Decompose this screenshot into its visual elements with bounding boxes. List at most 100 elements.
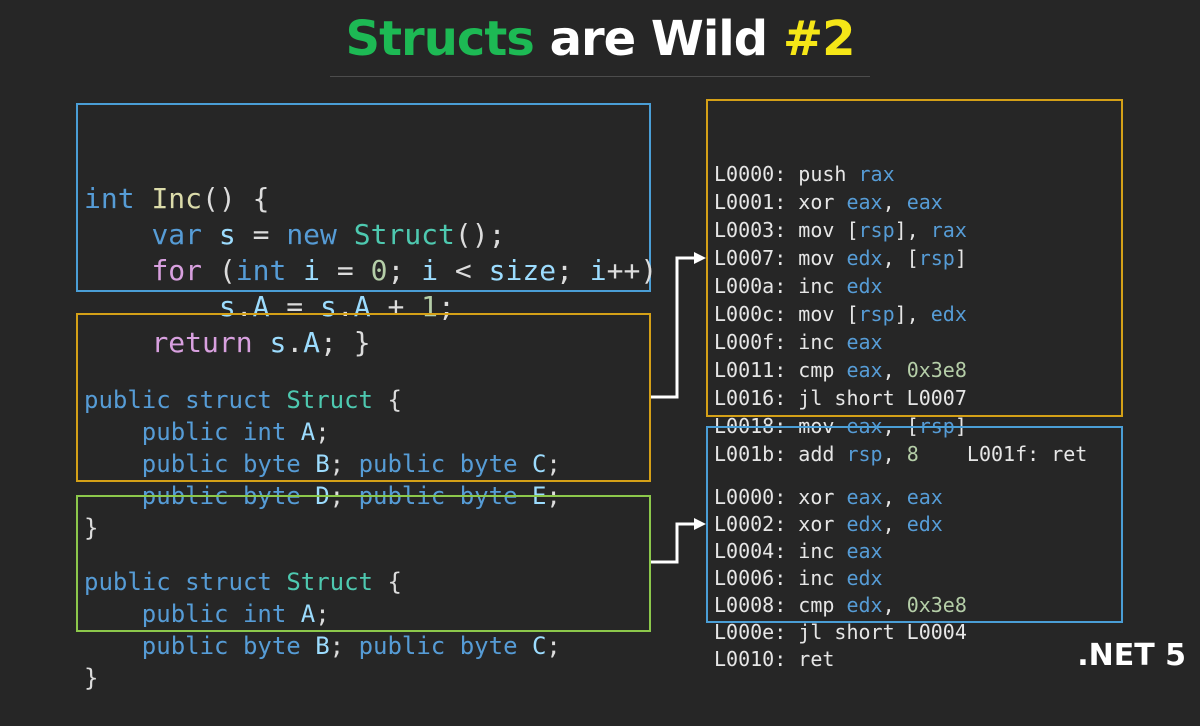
code-token: for [151,254,203,287]
code-token: public [141,632,229,660]
code-token: L000e: [714,620,799,644]
code-line: L0007: mov edx, [rsp] [714,244,1121,272]
code-token: xor [798,512,847,536]
code-token: public [141,450,229,478]
code-token: . [286,326,304,359]
code-token: byte [242,450,301,478]
code-token: add [798,442,847,466]
code-token: ; [387,254,422,287]
code-line: L0010: ret [714,646,1121,673]
title-word-structs: Structs [345,11,535,67]
code-line: public byte B; public byte C; [84,448,649,480]
code-token: , [882,358,907,382]
code-token: struct [185,568,272,596]
code-token: = [235,218,287,251]
arrow-struct-a-to-asm-a [651,256,697,399]
code-token: eax [846,190,883,214]
code-token: struct [185,386,272,414]
code-token: int [84,182,135,215]
code-token: A [300,600,316,628]
code-token: , [ [882,246,919,270]
code-token: L000a: [714,274,799,298]
code-token: ], [894,302,931,326]
code-line: L0011: cmp eax, 0x3e8 [714,356,1121,384]
code-token: eax [846,330,883,354]
code-token: = [320,254,371,287]
code-token: ; [329,632,359,660]
arrow-head-a [694,252,706,264]
code-token: , [882,485,907,509]
inc-method-code-box: int Inc() { var s = new Struct(); for (i… [76,103,657,359]
code-line: L0002: xor edx, edx [714,511,1121,538]
code-token: rax [858,162,895,186]
code-line: public struct Struct { [84,566,649,598]
code-token: edx [846,593,883,617]
code-token: var [151,218,203,251]
code-line: public byte B; public byte C; [84,630,649,662]
code-line: public struct Struct { [84,384,649,416]
code-token: int [235,254,287,287]
code-token: public [141,418,229,446]
code-token: inc [798,539,847,563]
code-token: , [882,190,907,214]
title-divider [330,76,870,77]
code-line: var s = new Struct(); [84,217,649,253]
code-token: Struct [286,386,374,414]
code-token: A [300,418,316,446]
code-token: L001b: [714,442,799,466]
code-token: i [589,254,607,287]
code-token: ; [329,450,359,478]
code-token: ret [1051,442,1088,466]
arrow-head-b [694,518,706,530]
title-number: #2 [782,11,856,67]
struct-three-fields-box: public struct Struct { public int A; pub… [76,495,651,692]
code-token: mov [ [798,218,859,242]
code-token: , [882,593,907,617]
code-token: int [242,418,287,446]
code-token: mov [ [798,302,859,326]
code-token: C [531,632,547,660]
code-token: xor [798,190,847,214]
code-token: eax [846,358,883,382]
code-token: L0000: [714,162,799,186]
code-line: public int A; [84,416,649,448]
code-token: edx [846,246,883,270]
code-token: byte [459,632,518,660]
code-token: ++) [606,254,658,287]
code-token: L0001: [714,190,799,214]
code-token: C [531,450,547,478]
code-token: 8 [906,442,919,466]
code-token: public [84,386,171,414]
code-token: new [286,218,337,251]
code-token: ; [556,254,590,287]
code-token: edx [906,512,943,536]
code-token: ], [894,218,931,242]
code-token: { [373,386,402,414]
code-token: eax [846,539,883,563]
code-token: size [488,254,557,287]
code-token: ret [798,647,835,671]
code-token: ; [315,418,330,446]
code-token: ; } [320,326,371,359]
code-token: L001f: [966,442,1052,466]
code-token: eax [906,485,943,509]
code-token: L0004: [714,539,799,563]
code-line: L0000: xor eax, eax [714,484,1121,511]
code-line: L000a: inc edx [714,272,1121,300]
code-line: L000e: jl short L0004 [714,619,1121,646]
connector-arrows [651,252,706,564]
code-token: inc [798,274,847,298]
code-token: 0x3e8 [906,593,967,617]
code-token: edx [846,512,883,536]
code-token: L0008: [714,593,799,617]
code-token: cmp [798,358,847,382]
arrow-struct-b-to-asm-b [651,522,697,564]
code-token: L0010: [714,647,799,671]
code-token: B [315,450,330,478]
code-token: mov [798,246,847,270]
code-token: cmp [798,593,847,617]
code-token: push [798,162,859,186]
